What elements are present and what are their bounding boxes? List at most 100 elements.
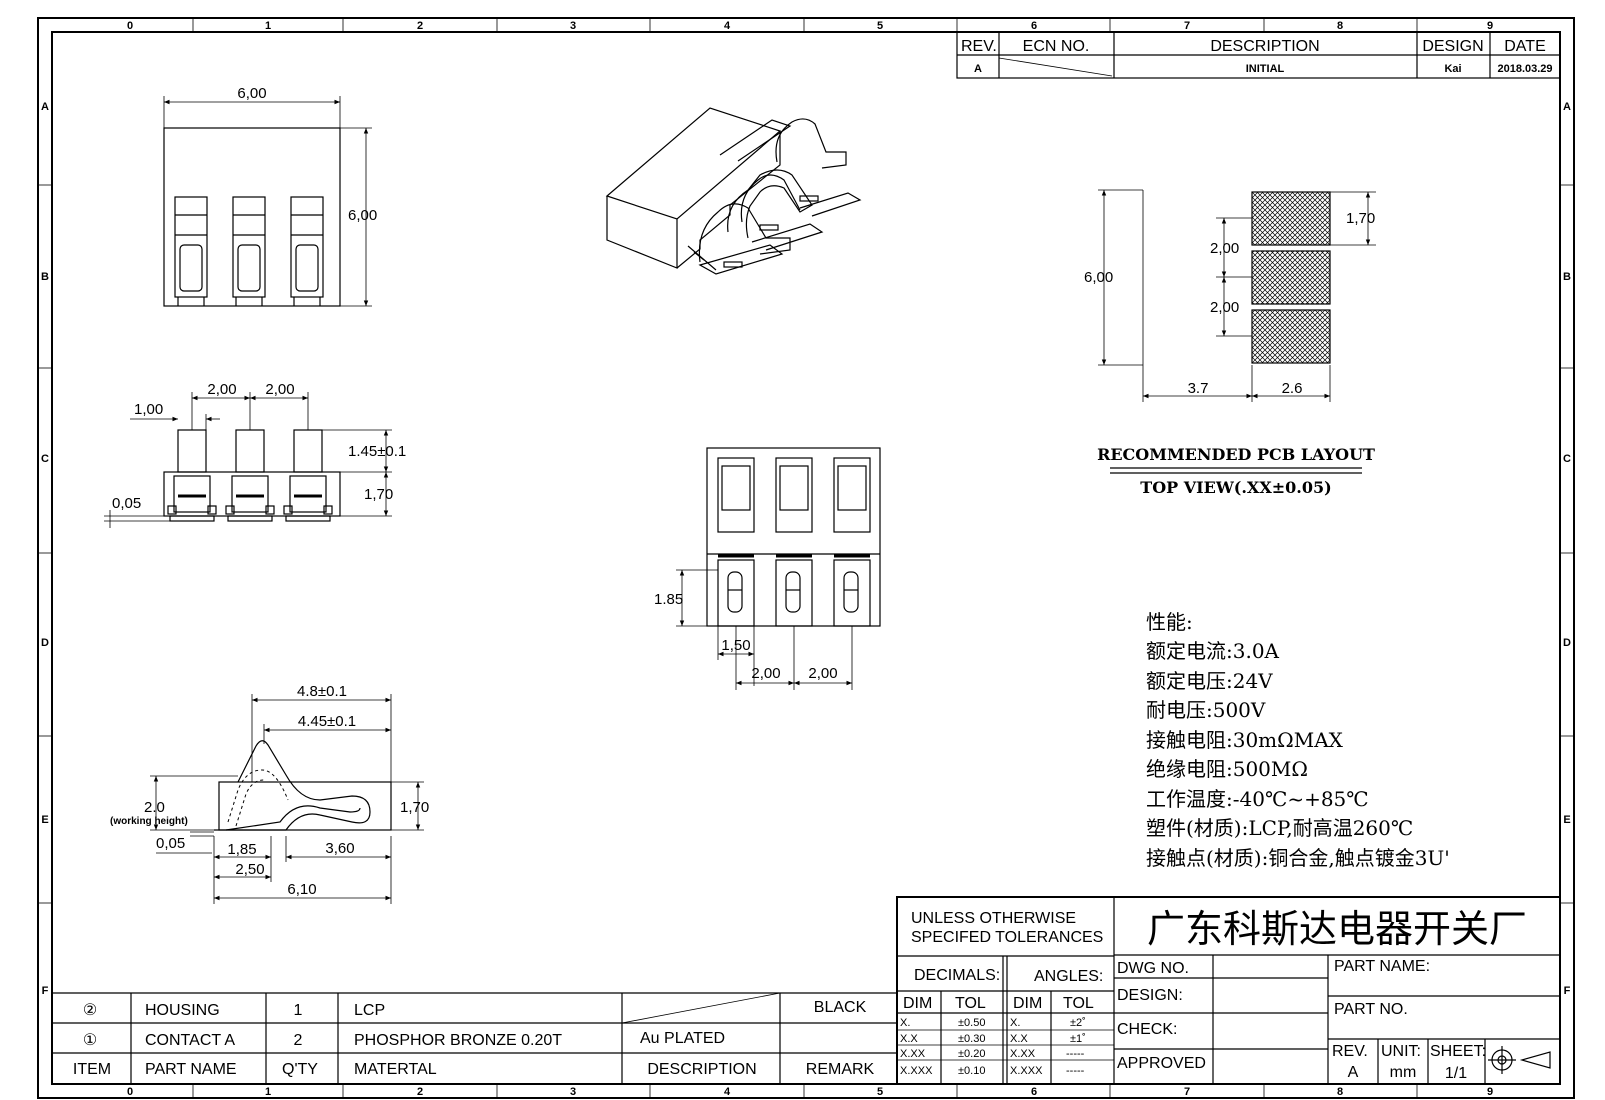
grid-col-7-bottom: 7 (1184, 1086, 1190, 1098)
bom-row1-item: ② (83, 1002, 97, 1019)
grid-row-e-right: E (1563, 814, 1570, 826)
dec-row3-tol: ±0.20 (958, 1048, 985, 1060)
front-pitch-1-dim: 2,00 (207, 381, 236, 398)
grid-col-8-bottom: 8 (1337, 1086, 1343, 1098)
bottom-view: 1.85 1,50 2,00 2,00 (654, 447, 881, 690)
bom-header-remark: REMARK (806, 1061, 875, 1078)
bom-row2-item: ① (83, 1032, 97, 1049)
sheet-value: 1/1 (1445, 1065, 1467, 1082)
grid-col-1: 1 (265, 20, 271, 32)
front-view: 2,00 2,00 1,00 1.45±0.1 1,70 0,05 (104, 381, 406, 528)
contact-b3-dim: 2,50 (235, 861, 264, 878)
grid-row-c-right: C (1563, 453, 1571, 465)
front-offset-dim: 1,00 (134, 401, 163, 418)
pcb-layout: 6,00 1,70 2,00 2,00 3.7 2.6 RECOMMENDED … (1084, 189, 1376, 497)
bom-row1-material: LCP (354, 1002, 385, 1019)
bom-row2-material: PHOSPHOR BRONZE 0.20T (354, 1032, 562, 1049)
top-view: 6,00 6,00 (163, 85, 377, 307)
rev-value: A (974, 63, 982, 75)
spec-insulation-resistance: 绝缘电阻:500MΩ (1146, 757, 1308, 781)
spec-rated-current: 额定电流:3.0A (1146, 639, 1280, 663)
grid-row-d: D (41, 637, 49, 649)
bom-header-qty: Q'TY (282, 1061, 318, 1078)
specs-heading: 性能: (1146, 610, 1193, 634)
ang-row1-tol: ±2˚ (1070, 1017, 1086, 1029)
isometric-view (605, 107, 862, 275)
grid-col-3: 3 (570, 20, 576, 32)
company-name: 广东科斯达电器开关厂 (1147, 907, 1527, 951)
bom-row1-remark: BLACK (814, 999, 867, 1016)
grid-rows: A B C D E F A B C D E F (38, 101, 1574, 997)
grid-row-f-right: F (1564, 985, 1571, 997)
grid-col-0-bottom: 0 (127, 1086, 133, 1098)
spec-contact-resistance: 接触电阻:30mΩMAX (1146, 728, 1344, 752)
grid-col-6: 6 (1031, 20, 1037, 32)
grid-col-1-bottom: 1 (265, 1086, 271, 1098)
top-height-dim: 6,00 (348, 207, 377, 224)
grid-columns: 0 1 2 3 4 5 6 7 8 9 0 1 2 3 4 5 6 7 8 9 (127, 18, 1493, 1098)
drawing-frame (37, 17, 1575, 1099)
grid-row-a: A (41, 101, 49, 113)
bom-row1-name: HOUSING (145, 1002, 220, 1019)
ang-dim-header: DIM (1013, 995, 1042, 1012)
ang-row4-dim: X.XXX (1010, 1065, 1043, 1077)
spec-contact-material: 接触点(材质):铜合金,触点镀金3U' (1146, 846, 1450, 870)
grid-row-b-right: B (1563, 271, 1571, 283)
ang-row3-tol: ----- (1066, 1048, 1085, 1060)
angles-label: ANGLES: (1034, 968, 1103, 985)
bottom-height-dim: 1.85 (654, 591, 683, 608)
grid-col-9: 9 (1487, 20, 1493, 32)
contact-l2-dim: 4.45±0.1 (298, 713, 356, 730)
spec-withstand-voltage: 耐电压:500V (1146, 698, 1266, 722)
contact-working-height-note: (working height) (110, 816, 188, 827)
grid-row-b: B (41, 271, 49, 283)
part-name-label: PART NAME: (1334, 958, 1430, 975)
pcb-w2-dim: 2.6 (1282, 380, 1303, 397)
pcb-pad-dim: 1,70 (1346, 210, 1375, 227)
bom-row2-name: CONTACT A (145, 1032, 235, 1049)
dec-row2-tol: ±0.30 (958, 1033, 985, 1045)
grid-col-9-bottom: 9 (1487, 1086, 1493, 1098)
dwg-no-label: DWG NO. (1117, 960, 1189, 977)
contact-b2-dim: 3,60 (325, 840, 354, 857)
pcb-layout-title: RECOMMENDED PCB LAYOUT (1097, 445, 1375, 464)
part-no-label: PART NO. (1334, 1001, 1408, 1018)
dec-row3-dim: X.XX (900, 1048, 926, 1060)
front-gap-dim: 0,05 (112, 495, 141, 512)
title-block: UNLESS OTHERWISE SPECIFED TOLERANCES 广东科… (896, 896, 1561, 1085)
grid-row-f: F (42, 985, 49, 997)
bom-header-item: ITEM (73, 1061, 111, 1078)
pcb-p2-dim: 2,00 (1210, 299, 1239, 316)
bom-header-description: DESCRIPTION (647, 1061, 756, 1078)
contact-b1-dim: 1,85 (227, 841, 256, 858)
grid-col-2-bottom: 2 (417, 1086, 423, 1098)
rev-header: REV. (961, 38, 997, 55)
pcb-p1-dim: 2,00 (1210, 240, 1239, 257)
contact-working-height-dim: 2.0 (144, 799, 165, 816)
rev-label: REV. (1332, 1043, 1368, 1060)
grid-col-6-bottom: 6 (1031, 1086, 1037, 1098)
unit-value: mm (1390, 1064, 1417, 1081)
contact-l1-dim: 4.8±0.1 (297, 683, 347, 700)
bottom-p1-dim: 2,00 (751, 665, 780, 682)
dec-row4-dim: X.XXX (900, 1065, 933, 1077)
dec-tol-header: TOL (955, 995, 986, 1012)
grid-col-2: 2 (417, 20, 423, 32)
grid-row-e: E (41, 814, 48, 826)
front-h1-dim: 1.45±0.1 (348, 443, 406, 460)
design-value: Kai (1444, 63, 1461, 75)
date-value: 2018.03.29 (1497, 63, 1552, 75)
contact-side-view: 4.8±0.1 4.45±0.1 2.0 (working height) 1,… (110, 683, 429, 904)
ang-row4-tol: ----- (1066, 1065, 1085, 1077)
specifications: 性能: 额定电流:3.0A 额定电压:24V 耐电压:500V 接触电阻:30m… (1146, 610, 1450, 870)
tolerance-note-line1: UNLESS OTHERWISE (911, 910, 1076, 927)
grid-col-5-bottom: 5 (877, 1086, 883, 1098)
tolerance-note-line2: SPECIFED TOLERANCES (911, 929, 1103, 946)
ang-row3-dim: X.XX (1010, 1048, 1036, 1060)
dec-row4-tol: ±0.10 (958, 1065, 985, 1077)
grid-row-d-right: D (1563, 637, 1571, 649)
ang-row1-dim: X. (1010, 1017, 1020, 1029)
bom-row2-description: Au PLATED (640, 1030, 725, 1047)
check-label: CHECK: (1117, 1021, 1177, 1038)
